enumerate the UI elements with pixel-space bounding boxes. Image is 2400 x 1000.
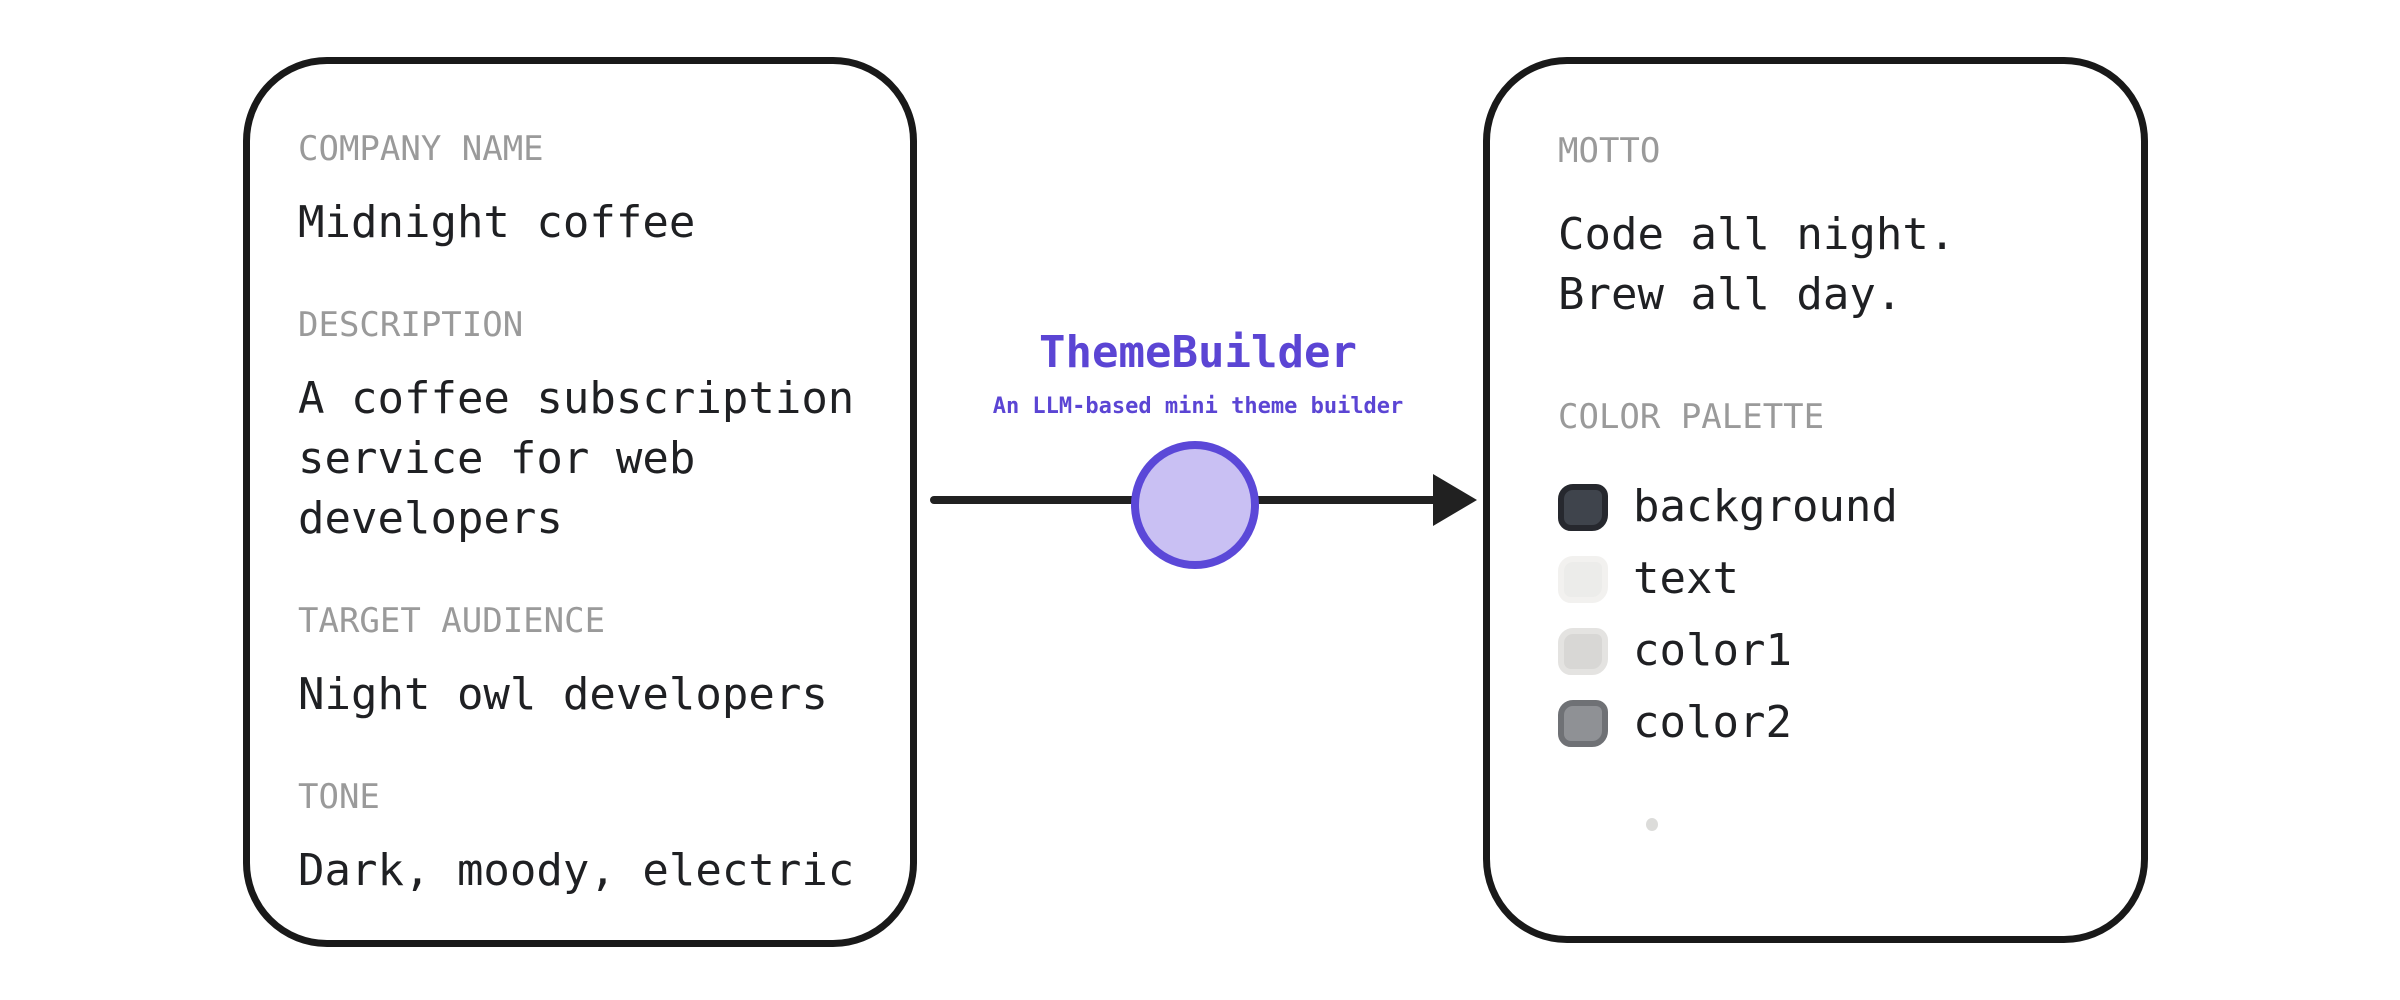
motto-line-1: Code all night.: [1558, 209, 1956, 260]
motto-line-2: Brew all day.: [1558, 269, 1903, 320]
color2-swatch-icon: [1558, 699, 1608, 747]
processor-title: ThemeBuilder: [1039, 327, 1357, 378]
target-audience-value: Night owl developers: [298, 669, 828, 720]
description-label: DESCRIPTION: [298, 305, 524, 345]
output-theme-card: MOTTO Code all night. Brew all day. COLO…: [1483, 57, 2148, 943]
company-name-label: COMPANY NAME: [298, 129, 544, 169]
palette-row-text: text: [1558, 554, 2113, 604]
palette-row-background: background: [1558, 482, 2113, 532]
color1-swatch-label: color1: [1633, 625, 1792, 676]
text-swatch-label: text: [1633, 553, 1739, 604]
description-value: A coffee subscription service for web de…: [298, 373, 855, 544]
processor-node-circle-icon: [1131, 441, 1259, 569]
target-audience-label: TARGET AUDIENCE: [298, 601, 606, 641]
background-swatch-icon: [1558, 483, 1608, 531]
color-palette-label: COLOR PALETTE: [1558, 397, 1825, 437]
company-name-value: Midnight coffee: [298, 197, 696, 248]
palette-row-color2: color2: [1558, 698, 2113, 748]
motto-label: MOTTO: [1558, 131, 1661, 171]
field-description: DESCRIPTION A coffee subscription servic…: [298, 305, 882, 549]
motto-value: Code all night. Brew all day.: [1558, 205, 2113, 325]
decorative-dot: [1646, 818, 1658, 831]
tone-value: Dark, moody, electric: [298, 845, 855, 896]
field-tone: TONE Dark, moody, electric: [298, 777, 882, 901]
flow-arrow-head-icon: [1433, 474, 1477, 526]
tone-label: TONE: [298, 777, 380, 817]
color2-swatch-label: color2: [1633, 697, 1792, 748]
input-brief-card: COMPANY NAME Midnight coffee DESCRIPTION…: [243, 57, 917, 947]
background-swatch-label: background: [1633, 481, 1898, 532]
text-swatch-icon: [1558, 555, 1608, 603]
processor-subtitle: An LLM-based mini theme builder: [992, 394, 1404, 419]
field-target-audience: TARGET AUDIENCE Night owl developers: [298, 601, 882, 725]
color1-swatch-icon: [1558, 627, 1608, 675]
palette-row-color1: color1: [1558, 626, 2113, 676]
field-company-name: COMPANY NAME Midnight coffee: [298, 129, 882, 253]
